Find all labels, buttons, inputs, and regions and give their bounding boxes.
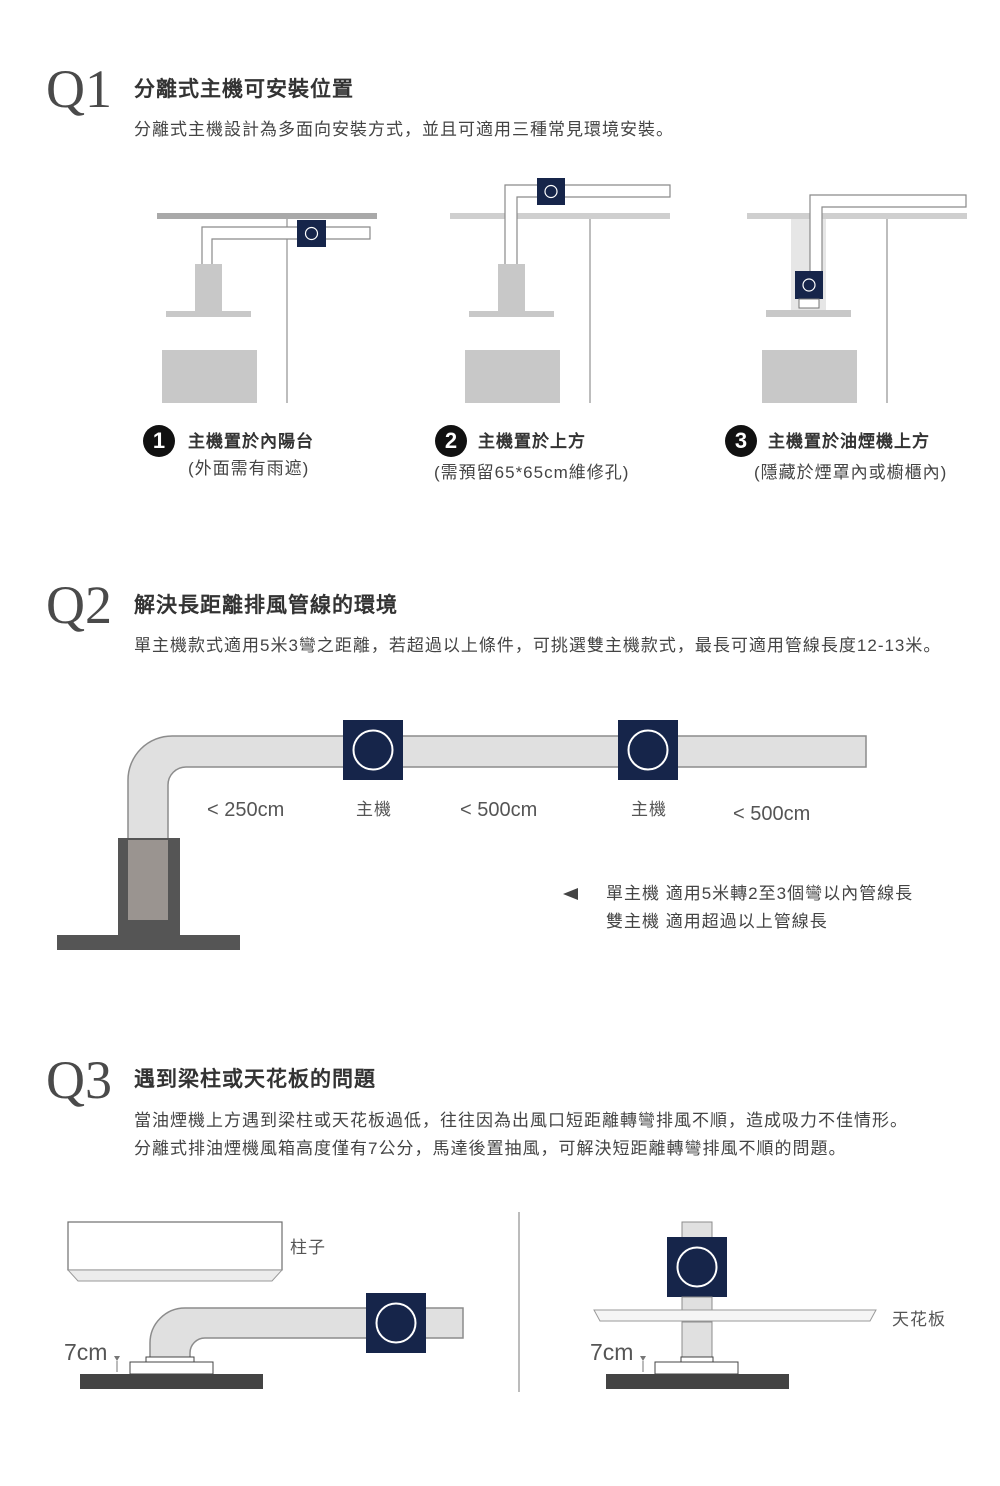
hood-base bbox=[606, 1374, 789, 1389]
fan-circle bbox=[304, 226, 319, 241]
q2-title: 解決長距離排風管線的環境 bbox=[134, 594, 398, 617]
duct-upper bbox=[681, 1221, 713, 1239]
q2-description: 單主機款式適用5米3彎之距離，若超過以上條件，可挑選雙主機款式，最長可適用管線長… bbox=[134, 636, 942, 655]
option-title-1: 主機置於內陽台 bbox=[188, 432, 314, 451]
stove-cabinet bbox=[465, 350, 560, 403]
duct-length-label-2: < 500cm bbox=[460, 799, 538, 821]
hood-chimney bbox=[498, 264, 525, 311]
q3-label: Q3 bbox=[46, 1050, 112, 1110]
ceiling-slab bbox=[747, 213, 967, 219]
option-badge-2: 2 bbox=[435, 425, 467, 457]
motor-box bbox=[297, 220, 326, 247]
fan-circle bbox=[544, 184, 558, 199]
diagram-beam bbox=[66, 1221, 464, 1389]
hood-base bbox=[469, 311, 554, 317]
q2-label: Q2 bbox=[46, 575, 112, 635]
dimension-arrow-icon bbox=[114, 1356, 120, 1361]
motor-label-2: 主機 bbox=[631, 800, 667, 819]
q1-install-diagrams bbox=[157, 178, 967, 403]
option-badge-3: 3 bbox=[725, 425, 757, 457]
hood-base bbox=[166, 311, 251, 317]
fan-circle bbox=[375, 1302, 417, 1344]
motor-box bbox=[795, 271, 823, 299]
option-title-3: 主機置於油煙機上方 bbox=[768, 432, 930, 451]
diagram-indoor-balcony bbox=[157, 213, 377, 403]
option-number-3: 3 bbox=[734, 428, 748, 453]
beam bbox=[67, 1221, 283, 1271]
fan-circle-1 bbox=[352, 729, 394, 771]
exhaust-duct bbox=[809, 194, 967, 271]
stove-cabinet bbox=[762, 350, 857, 403]
motor-box bbox=[667, 1237, 727, 1297]
option-note-3: (隱藏於煙罩內或櫥櫃內) bbox=[754, 463, 948, 482]
motor-box-1 bbox=[343, 720, 403, 780]
duct-lower bbox=[681, 1321, 713, 1358]
diagram-above-hood bbox=[747, 194, 967, 403]
fan-circle-2 bbox=[627, 729, 669, 771]
hood-base bbox=[80, 1374, 263, 1389]
motor-box bbox=[366, 1293, 426, 1353]
option-badge-1: 1 bbox=[143, 425, 175, 457]
q1-label: Q1 bbox=[46, 59, 112, 119]
dimension-arrow-icon bbox=[640, 1356, 646, 1361]
fan-circle bbox=[802, 278, 816, 292]
hood-plate bbox=[654, 1361, 739, 1375]
fan-circle bbox=[676, 1246, 718, 1288]
height-label-left: 7cm bbox=[64, 1339, 108, 1365]
option-title-2: 主機置於上方 bbox=[478, 432, 586, 451]
exhaust-duct bbox=[504, 184, 671, 264]
legend-dual-motor: 雙主機 適用超過以上管線長 bbox=[606, 912, 828, 931]
option-number-1: 1 bbox=[152, 428, 166, 453]
hood-base bbox=[766, 310, 851, 317]
chimney-inner bbox=[128, 840, 168, 920]
beam-bottom bbox=[66, 1269, 284, 1282]
motor-label-1: 主機 bbox=[356, 800, 392, 819]
duct-length-label-3: < 500cm bbox=[733, 803, 811, 825]
q1-title: 分離式主機可安裝位置 bbox=[134, 78, 354, 101]
option-note-1: (外面需有雨遮) bbox=[188, 459, 310, 478]
beam-label: 柱子 bbox=[290, 1238, 326, 1257]
motor-box bbox=[537, 178, 565, 205]
q3-diagrams bbox=[66, 1212, 877, 1392]
q3-description-line-1: 當油煙機上方遇到梁柱或天花板過低，往往因為出風口短距離轉彎排風不順，造成吸力不佳… bbox=[134, 1111, 908, 1130]
ceiling-slab bbox=[450, 213, 670, 219]
exhaust-duct bbox=[127, 735, 867, 841]
height-label-right: 7cm bbox=[590, 1339, 634, 1365]
q1-description: 分離式主機設計為多面向安裝方式，並且可適用三種常見環境安裝。 bbox=[134, 120, 674, 139]
exhaust-duct bbox=[201, 226, 371, 264]
hood-plate bbox=[129, 1361, 214, 1375]
diagram-above-ceiling bbox=[450, 178, 671, 403]
ceiling-panel bbox=[593, 1309, 877, 1322]
diagram-ceiling bbox=[593, 1221, 877, 1389]
option-note-2: (需預留65*65cm維修孔) bbox=[434, 463, 630, 482]
ceiling-slab bbox=[157, 213, 377, 219]
legend-single-motor: 單主機 適用5米轉2至3個彎以內管線長 bbox=[606, 884, 914, 903]
motor-bracket bbox=[798, 298, 820, 309]
option-number-2: 2 bbox=[444, 428, 458, 453]
stove-cabinet bbox=[162, 350, 257, 403]
hood-base bbox=[57, 935, 240, 950]
duct-middle bbox=[681, 1296, 713, 1311]
motor-box-2 bbox=[618, 720, 678, 780]
left-triangle-icon bbox=[563, 888, 578, 900]
ceiling-label: 天花板 bbox=[892, 1310, 946, 1329]
duct-length-label-1: < 250cm bbox=[207, 799, 285, 821]
q3-title: 遇到梁柱或天花板的問題 bbox=[134, 1068, 376, 1091]
hood-chimney bbox=[195, 264, 222, 311]
q3-description-line-2: 分離式排油煙機風箱高度僅有7公分，馬達後置抽風，可解決短距離轉彎排風不順的問題。 bbox=[134, 1139, 847, 1158]
q2-duct-diagram bbox=[57, 720, 867, 950]
